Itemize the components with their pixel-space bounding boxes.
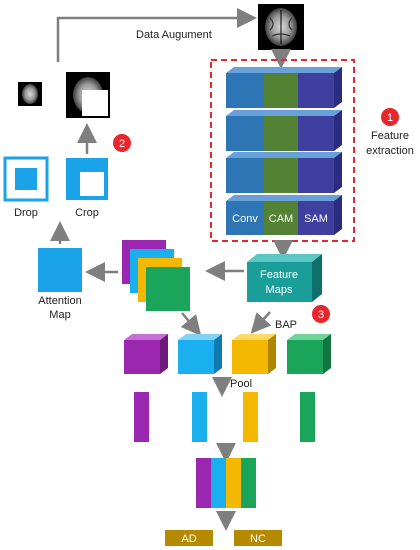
data-augment-arrow bbox=[56, 8, 257, 62]
cube-green bbox=[287, 334, 331, 374]
attention-map-square bbox=[38, 248, 82, 292]
brain-mri-small-image bbox=[18, 82, 42, 106]
vector-gold bbox=[243, 392, 258, 442]
badge-1: 1 bbox=[381, 108, 399, 126]
feature-maps-cube bbox=[247, 254, 322, 302]
brain-mri-cropped-image bbox=[66, 72, 110, 118]
sam-label: SAM bbox=[304, 213, 328, 225]
badge-3: 3 bbox=[312, 305, 330, 323]
svg-text:2: 2 bbox=[119, 138, 125, 150]
feature-maps-label-line1: Feature bbox=[260, 269, 298, 281]
attention-map-label-line2: Map bbox=[49, 309, 70, 321]
drop-label: Drop bbox=[14, 207, 38, 219]
pool-label: Pool bbox=[230, 378, 252, 390]
conv-label: Conv bbox=[232, 213, 258, 225]
feature-maps-label-line2: Maps bbox=[266, 284, 293, 296]
vector-green bbox=[300, 392, 315, 442]
bap-label: BAP bbox=[275, 319, 297, 331]
cube-gold bbox=[232, 334, 276, 374]
feature-extraction-label-line2: extraction bbox=[366, 145, 414, 157]
attention-map-label-line1: Attention bbox=[38, 295, 81, 307]
output-nc-label: NC bbox=[250, 533, 266, 545]
arrow-stack-to-cubes bbox=[180, 312, 202, 336]
arrow-featuremaps-to-cubes bbox=[250, 311, 272, 334]
feature-extraction-label-line1: Feature bbox=[371, 130, 409, 142]
crop-label: Crop bbox=[75, 207, 99, 219]
vector-cyan bbox=[192, 392, 207, 442]
svg-text:1: 1 bbox=[387, 112, 393, 124]
brain-mri-image bbox=[258, 4, 304, 50]
cam-label: CAM bbox=[269, 213, 293, 225]
crop-icon bbox=[66, 158, 108, 200]
badge-2: 2 bbox=[113, 134, 131, 152]
extraction-layer-1 bbox=[226, 67, 342, 108]
data-augment-label: Data Augument bbox=[136, 29, 212, 41]
output-ad-label: AD bbox=[181, 533, 196, 545]
drop-icon bbox=[3, 156, 49, 202]
extraction-layer-3 bbox=[226, 152, 342, 193]
cube-magenta bbox=[124, 334, 168, 374]
cube-cyan bbox=[178, 334, 222, 374]
concatenated-vector bbox=[196, 458, 256, 508]
extraction-layer-4 bbox=[226, 195, 342, 235]
output-nc-box bbox=[234, 530, 282, 546]
attention-maps-stack bbox=[122, 240, 190, 311]
extraction-layer-2 bbox=[226, 110, 342, 151]
vector-magenta bbox=[134, 392, 149, 442]
svg-text:3: 3 bbox=[318, 309, 324, 321]
output-ad-box bbox=[165, 530, 213, 546]
